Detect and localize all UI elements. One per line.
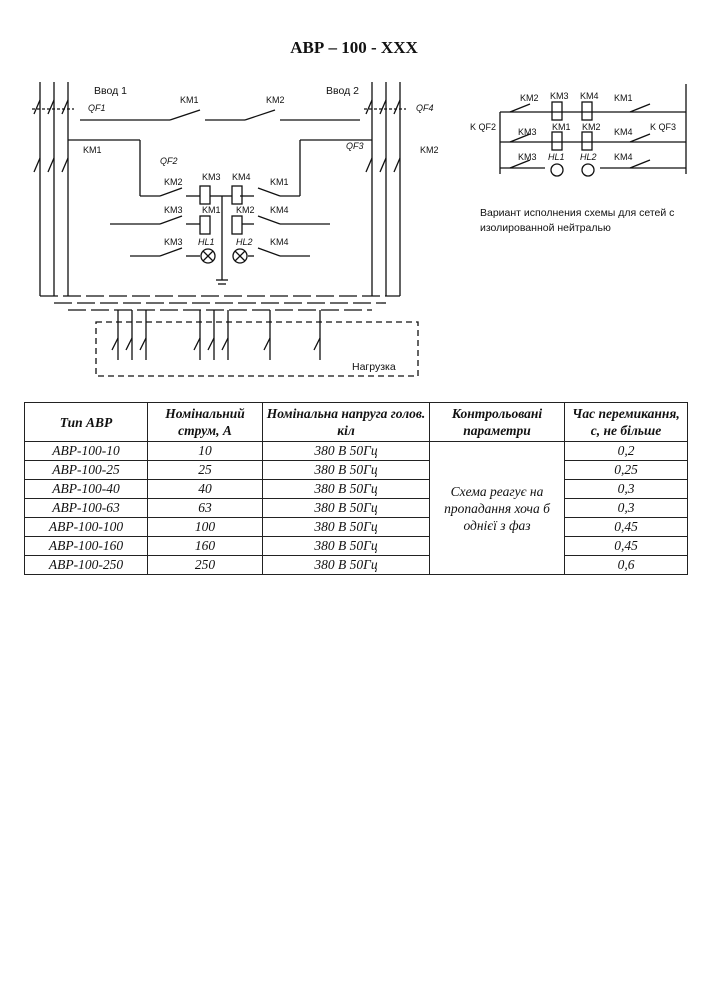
cell-time: 0,25: [564, 460, 688, 480]
circuit-diagram: Ввод 1 Ввод 2 QF1 QF4 KM1 KM2 QF2 QF3 KM…: [32, 82, 687, 377]
cell-type: АВР-100-160: [24, 536, 148, 556]
table-row: АВР-100-63 63 380 В 50Гц 0,3: [24, 498, 688, 518]
hl1-label: HL1: [198, 237, 215, 247]
km4-lamp-label: KM4: [270, 237, 289, 247]
cell-type: АВР-100-40: [24, 479, 148, 499]
variant-kqf3-label: K QF3: [650, 122, 676, 132]
cell-voltage: 380 В 50Гц: [262, 536, 430, 556]
cell-time: 0,3: [564, 498, 688, 518]
cell-type: АВР-100-100: [24, 517, 148, 537]
cell-controlled-params: Схема реагує на пропадання хоча б однієї…: [429, 441, 565, 575]
cell-time: 0,45: [564, 536, 688, 556]
cell-current: 25: [147, 460, 263, 480]
vvod1-label: Ввод 1: [94, 85, 127, 97]
variant-note: Вариант исполнения схемы для сетей с изо…: [480, 207, 675, 234]
km4-ctrl-label: KM4: [270, 205, 289, 215]
variant-km4-lamp-label: KM4: [614, 152, 633, 162]
cell-type: АВР-100-63: [24, 498, 148, 518]
cell-time: 0,2: [564, 441, 688, 461]
km4-coil-label: KM4: [232, 172, 251, 182]
km1-input-label: KM1: [83, 145, 102, 155]
cell-type: АВР-100-25: [24, 460, 148, 480]
km3-ctrl-label: KM3: [164, 205, 183, 215]
table-row: АВР-100-25 25 380 В 50Гц 0,25: [24, 460, 688, 480]
qf4-label: QF4: [416, 103, 434, 113]
table-row: АВР-100-100 100 380 В 50Гц 0,45: [24, 517, 688, 537]
km2-top-label: KM2: [266, 95, 285, 105]
header-current: Номінальний струм, А: [147, 402, 263, 442]
cell-type: АВР-100-250: [24, 555, 148, 575]
variant-km3-lamp-label: KM3: [518, 152, 537, 162]
cell-time: 0,3: [564, 479, 688, 499]
header-params: Контрольовані параметри: [429, 402, 565, 442]
variant-km3-coil-label: KM3: [550, 91, 569, 101]
variant-km2-coil-label: KM2: [582, 122, 601, 132]
header-voltage: Номінальна напруга голов. кіл: [262, 402, 430, 442]
page-title: АВР – 100 - XXX: [290, 38, 418, 57]
cell-voltage: 380 В 50Гц: [262, 498, 430, 518]
variant-km4-coil-label: KM4: [580, 91, 599, 101]
variant-km1-label: KM1: [614, 93, 633, 103]
cell-voltage: 380 В 50Гц: [262, 555, 430, 575]
variant-hl2-label: HL2: [580, 152, 597, 162]
km1-coil-label: KM1: [202, 205, 221, 215]
cell-current: 63: [147, 498, 263, 518]
cell-voltage: 380 В 50Гц: [262, 479, 430, 499]
qf3-label: QF3: [346, 141, 364, 151]
km2-coil-label: KM2: [236, 205, 255, 215]
variant-km3-label: KM3: [518, 127, 537, 137]
cell-current: 160: [147, 536, 263, 556]
km1-ctrl-label: KM1: [270, 177, 289, 187]
header-type: Тип АВР: [24, 402, 148, 442]
cell-voltage: 380 В 50Гц: [262, 460, 430, 480]
hl2-label: HL2: [236, 237, 253, 247]
vvod2-label: Ввод 2: [326, 85, 359, 97]
variant-km4-label: KM4: [614, 127, 633, 137]
load-label: Нагрузка: [352, 361, 396, 373]
variant-km1-coil-label: KM1: [552, 122, 571, 132]
cell-time: 0,45: [564, 517, 688, 537]
table-row: АВР-100-40 40 380 В 50Гц 0,3: [24, 479, 688, 499]
qf2-label: QF2: [160, 156, 178, 166]
cell-current: 10: [147, 441, 263, 461]
cell-voltage: 380 В 50Гц: [262, 517, 430, 537]
cell-type: АВР-100-10: [24, 441, 148, 461]
variant-kqf2-label: K QF2: [470, 122, 496, 132]
cell-voltage: 380 В 50Гц: [262, 441, 430, 461]
km2-ctrl-label: KM2: [164, 177, 183, 187]
km3-coil-label: KM3: [202, 172, 221, 182]
cell-current: 100: [147, 517, 263, 537]
km3-lamp-label: KM3: [164, 237, 183, 247]
header-time: Час перемикання, с, не більше: [564, 402, 688, 442]
specs-table: Тип АВР Номінальний струм, А Номінальна …: [24, 402, 688, 575]
table-row: АВР-100-10 10 380 В 50Гц Схема реагує на…: [24, 441, 688, 575]
qf1-label: QF1: [88, 103, 106, 113]
table-row: АВР-100-250 250 380 В 50Гц 0,6: [24, 555, 688, 575]
km2-input-label: KM2: [420, 145, 439, 155]
table-header-row: Тип АВР Номінальний струм, А Номінальна …: [24, 402, 688, 442]
km1-top-label: KM1: [180, 95, 199, 105]
cell-current: 250: [147, 555, 263, 575]
cell-time: 0,6: [564, 555, 688, 575]
cell-current: 40: [147, 479, 263, 499]
variant-hl1-label: HL1: [548, 152, 565, 162]
table-row: АВР-100-160 160 380 В 50Гц 0,45: [24, 536, 688, 556]
variant-km2-label: KM2: [520, 93, 539, 103]
